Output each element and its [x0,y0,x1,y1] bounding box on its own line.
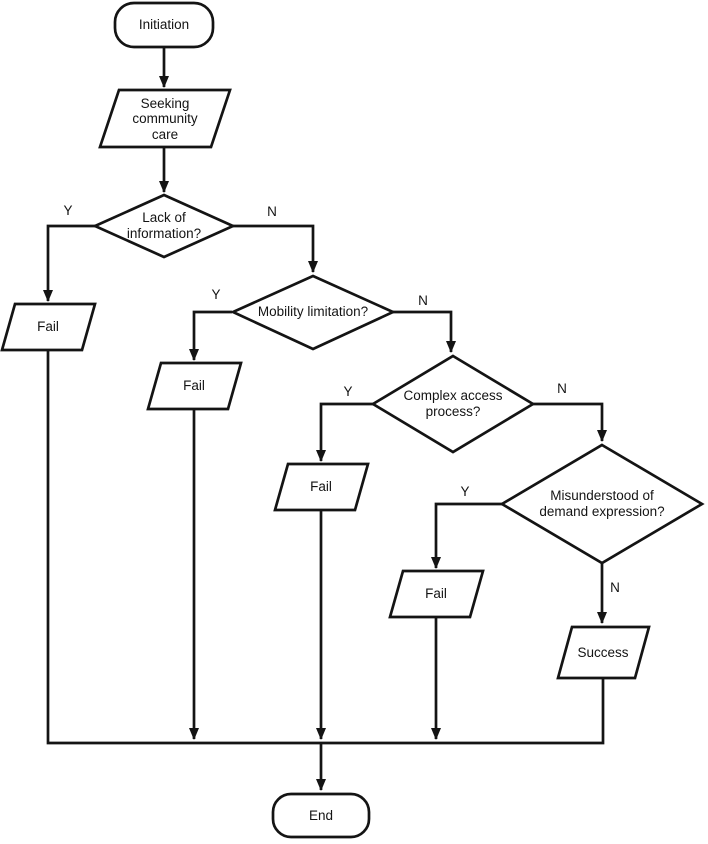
node-mobility-diamond [229,274,397,351]
edge-misunderstood-fail4 [431,502,502,569]
node-success [556,625,651,680]
node-fail-1 [0,302,97,352]
edge-lack-fail1 [43,224,95,302]
node-lack-diamond [91,193,237,259]
node-fail-3 [273,462,370,512]
node-initiation [113,1,215,49]
node-misunderstood-diamond [499,443,705,565]
edge-complex-fail3 [316,402,373,462]
node-fail-2 [146,361,243,411]
edge-mobility-complex [393,310,456,353]
node-complex-diamond [370,354,536,454]
edge-complex-misunderstood [533,402,607,442]
edge-merge-rail [46,350,605,745]
edge-lack-mobility [233,224,318,273]
node-seeking [98,88,232,149]
edge-mobility-fail2 [189,310,232,361]
node-fail-4 [388,569,485,619]
node-end [271,792,371,839]
